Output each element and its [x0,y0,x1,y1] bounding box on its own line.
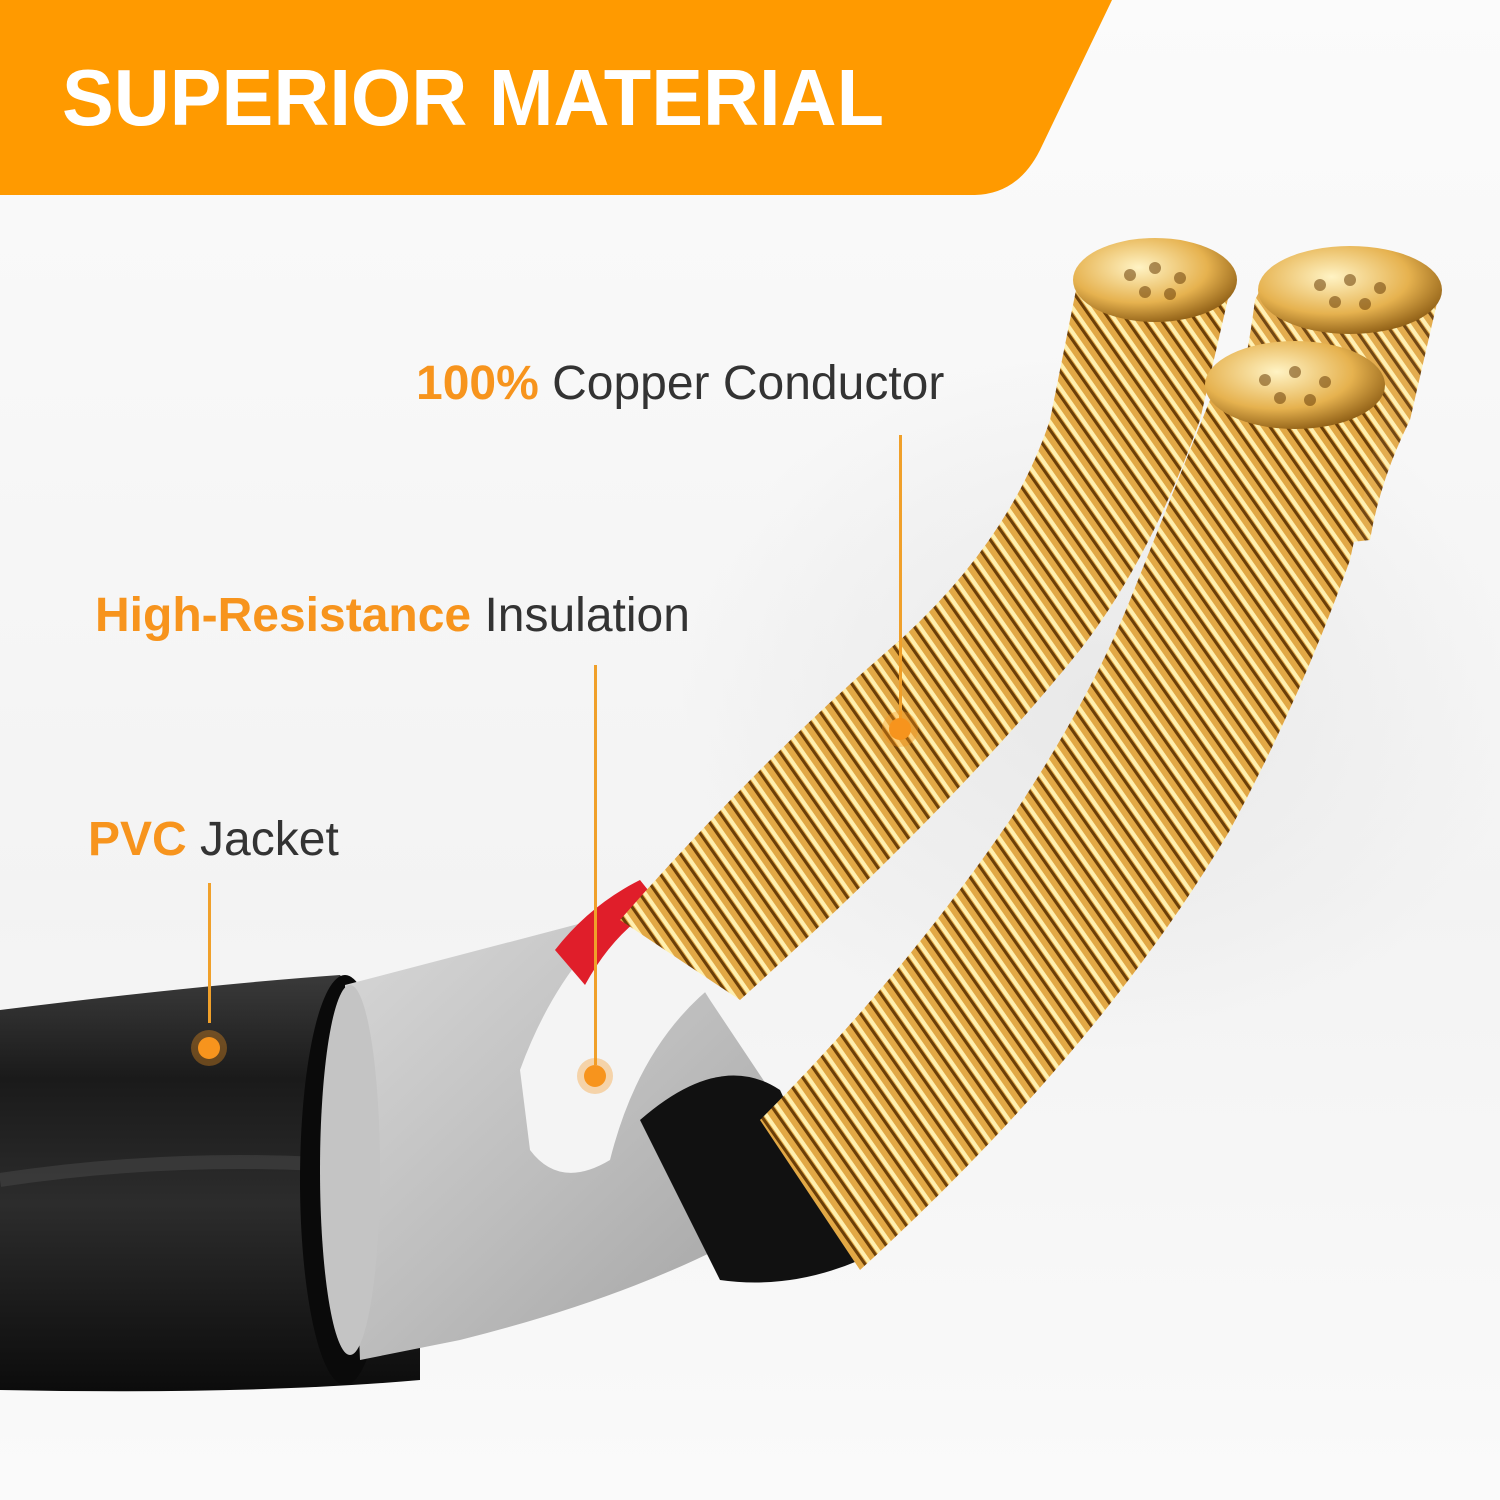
label-insulation: High-Resistance Insulation [95,592,690,640]
label-copper-accent: 100% [416,357,539,410]
copper-strands [620,254,1230,1000]
title-banner [0,0,1112,195]
pvc-leader-line [208,883,211,1023]
label-pvc-jacket: PVC Jacket [88,816,339,864]
label-insulation-text: Insulation [484,589,690,642]
label-copper-text: Copper Conductor [552,357,945,410]
insulation-marker-dot [584,1065,606,1087]
white-insulation [520,900,720,1173]
label-pvc-text: Jacket [200,813,339,866]
label-copper-conductor: 100% Copper Conductor [416,360,944,408]
banner-title: SUPERIOR MATERIAL [62,53,884,142]
pvc-marker-dot [198,1037,220,1059]
label-pvc-accent: PVC [88,813,187,866]
copper-marker-dot [889,718,911,740]
label-insulation-accent: High-Resistance [95,589,472,642]
insulation-leader-line [594,665,597,1065]
copper-leader-line [899,435,902,725]
